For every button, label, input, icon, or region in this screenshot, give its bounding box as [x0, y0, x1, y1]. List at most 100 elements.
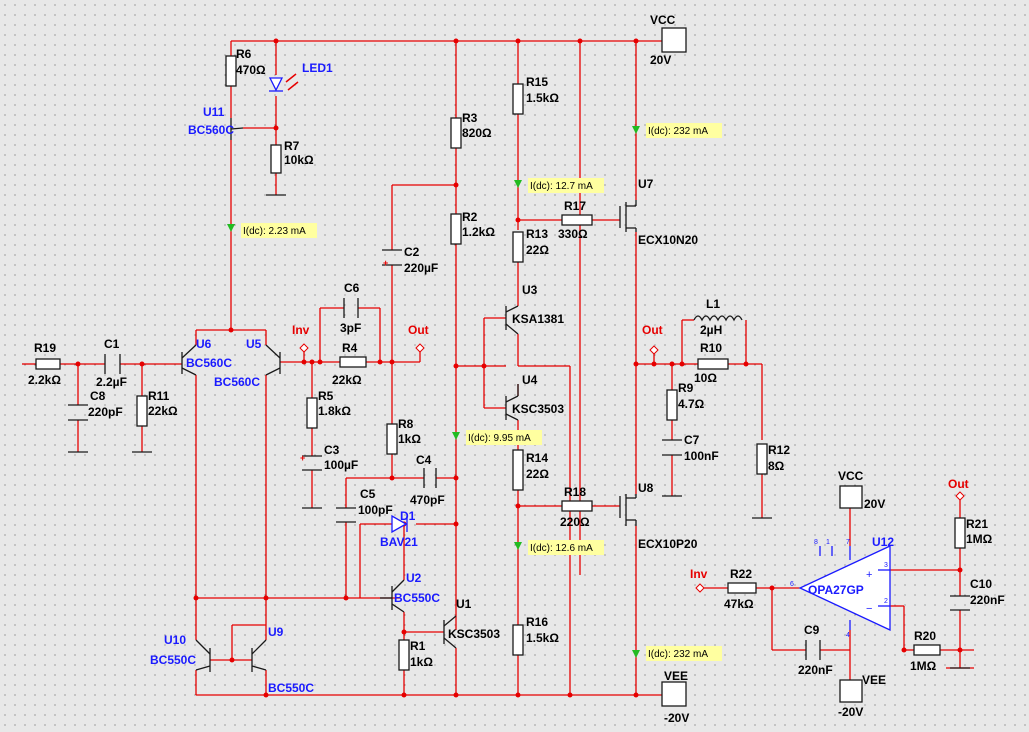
- label-opamp_pins-p6: 6: [790, 581, 794, 588]
- connectors: [299, 343, 965, 593]
- label-components-r16-ref: R16: [526, 615, 548, 629]
- label-components-u4-value: KSC3503: [512, 402, 564, 416]
- label-components-u1-ref: U1: [456, 597, 472, 611]
- resistor-R14: [512, 449, 524, 491]
- label-components-r8-value: 1kΩ: [398, 432, 421, 446]
- transistor-U6: [181, 344, 197, 376]
- label-components-c6-value: 3pF: [340, 321, 361, 335]
- resistor-R6: [225, 55, 237, 87]
- label-components-c3-value: 100µF: [324, 458, 358, 472]
- capacitor-C5: [336, 507, 356, 523]
- probe-3: I(dc): 2.23 mA: [241, 223, 317, 238]
- label-components-r21-ref: R21: [966, 517, 988, 531]
- resistor-R5: [306, 397, 318, 429]
- label-components-u10-ref: U10: [164, 633, 186, 647]
- resistor-R18: [561, 500, 593, 512]
- label-probes-p6: I(dc): 232 mA: [648, 649, 708, 660]
- svg-text:+: +: [300, 453, 305, 463]
- label-components-c10-value: 220nF: [970, 593, 1005, 607]
- label-components-r1-ref: R1: [410, 639, 426, 653]
- resistors: [35, 55, 966, 671]
- label-components-r21-value: 1MΩ: [966, 532, 993, 546]
- transistor-U3: [505, 305, 519, 335]
- label-components-r22-ref: R22: [730, 567, 752, 581]
- label-components-r4-value: 22kΩ: [332, 373, 362, 387]
- label-components-r14-ref: R14: [526, 451, 548, 465]
- label-components-u1-value: KSC3503: [448, 627, 500, 641]
- label-components-u11-ref: U11: [203, 105, 225, 119]
- label-components-r15-ref: R15: [526, 75, 548, 89]
- capacitors: + +: [68, 249, 970, 660]
- vcc2-port-box: [839, 485, 863, 509]
- label-components-l1-ref: L1: [706, 297, 720, 311]
- resistor-R9: [666, 389, 678, 421]
- label-components-r1-value: 1kΩ: [410, 655, 433, 669]
- label-components-u6-value: BC560C: [186, 356, 232, 370]
- label-components-r12-value: 8Ω: [768, 459, 785, 473]
- label-components-r6-value: 470Ω: [236, 63, 266, 77]
- label-components-r15-value: 1.5kΩ: [526, 91, 559, 105]
- resistor-R8: [386, 423, 398, 455]
- resistor-R7: [270, 144, 282, 174]
- vcc-port-box: [661, 27, 687, 53]
- resistor-R13: [512, 231, 524, 263]
- label-opamp_pins-p2: 1: [826, 539, 830, 546]
- capacitor-C4: [423, 468, 437, 488]
- label-components-r10-value: 10Ω: [694, 371, 717, 385]
- label-components-r5-value: 1.8kΩ: [318, 404, 351, 418]
- capacitor-C10: [950, 595, 970, 611]
- capacitor-C8: [68, 404, 88, 421]
- label-components-r13-ref: R13: [526, 227, 548, 241]
- label-components-r13-value: 22Ω: [526, 243, 549, 257]
- label-components-l1-value: 2µH: [700, 323, 722, 337]
- probe-1: I(dc): 232 mA: [646, 123, 722, 138]
- label-components-c7-value: 100nF: [684, 449, 719, 463]
- label-components-c5-ref: C5: [360, 487, 376, 501]
- label-components-c4-ref: C4: [416, 453, 432, 467]
- probe-4: I(dc): 9.95 mA: [466, 430, 542, 445]
- label-probes-p1: I(dc): 232 mA: [648, 126, 708, 137]
- transistor-U5: [265, 344, 281, 376]
- label-components-c9-value: 220nF: [798, 663, 833, 677]
- label-probes-p2: I(dc): 12.7 mA: [530, 181, 593, 192]
- vee2-port-box: [839, 679, 863, 703]
- opamp-U12: + −: [798, 544, 891, 632]
- label-components-r14-value: 22Ω: [526, 467, 549, 481]
- label-components-u2-value: BC550C: [394, 591, 440, 605]
- capacitor-C9: [805, 640, 821, 660]
- label-probes-p5: I(dc): 12.6 mA: [530, 543, 593, 554]
- label-components-r18-value: 220Ω: [560, 515, 590, 529]
- label-components-u12-value: OPA27GP: [808, 583, 864, 597]
- label-components-c10-ref: C10: [970, 577, 992, 591]
- label-components-u7-ref: U7: [638, 177, 654, 191]
- junctions: [75, 38, 963, 698]
- label-components-r4-ref: R4: [342, 341, 358, 355]
- label-components-u8-ref: U8: [638, 481, 654, 495]
- port-labels: VCC 20V VEE -20V VCC 20V VEE -20V Inv Ou…: [292, 13, 969, 725]
- label-components-u5-value: BC560C: [214, 375, 260, 389]
- label-probes-p3: I(dc): 2.23 mA: [243, 226, 306, 237]
- label-opamp_pins-p1: 8: [814, 539, 818, 546]
- resistor-R2: [450, 213, 462, 245]
- label-components-u4-ref: U4: [522, 373, 538, 387]
- resistor-R22: [727, 582, 757, 594]
- probe-labels: I(dc): 232 mA I(dc): 12.7 mA I(dc): 2.23…: [241, 123, 722, 661]
- label-components-r20-ref: R20: [914, 629, 936, 643]
- probe-markers: [227, 126, 640, 658]
- label-components-u3-value: KSA1381: [512, 312, 564, 326]
- power-ports: [661, 27, 863, 707]
- resistor-R1: [398, 639, 410, 671]
- probe-6: I(dc): 232 mA: [646, 646, 722, 661]
- label-probes-p4: I(dc): 9.95 mA: [468, 433, 531, 444]
- label-components-r12-ref: R12: [768, 443, 790, 457]
- vcc-value: 20V: [650, 53, 671, 67]
- label-components-r20-value: 1MΩ: [910, 659, 937, 673]
- label-components-led1-ref: LED1: [302, 61, 333, 75]
- mosfet-U7: [619, 200, 637, 232]
- label-components-r7-ref: R7: [284, 139, 300, 153]
- label-components-c8-ref: C8: [90, 389, 106, 403]
- label-components-u6-ref: U6: [196, 337, 212, 351]
- label-components-r17-ref: R17: [564, 199, 586, 213]
